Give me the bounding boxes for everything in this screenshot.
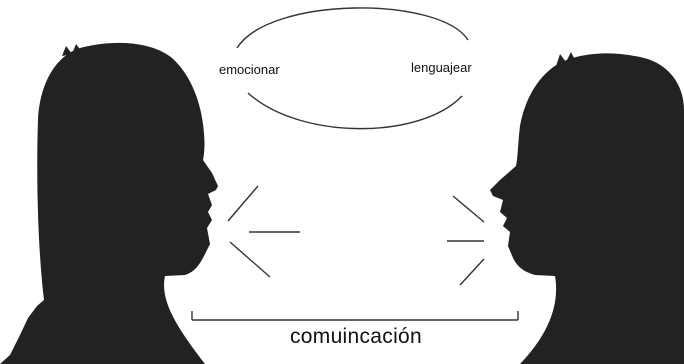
loop-bottom-arc xyxy=(247,92,463,130)
right-head-silhouette xyxy=(490,53,684,364)
label-comuincacion: comuincación xyxy=(290,325,422,348)
right-speech-line-lower xyxy=(459,258,485,286)
right-speech-lines xyxy=(447,195,485,286)
left-speech-line-upper xyxy=(227,185,259,222)
left-speech-lines xyxy=(227,185,300,278)
loop-top-arc xyxy=(236,7,469,49)
label-emocionar: emocionar xyxy=(219,62,280,77)
right-speech-line-upper xyxy=(452,195,485,223)
bottom-bracket xyxy=(191,311,519,321)
left-speech-line-lower xyxy=(229,241,271,278)
label-lenguajear: lenguajear xyxy=(411,60,472,75)
left-hair-tuft xyxy=(62,44,82,56)
left-head-silhouette xyxy=(0,42,218,364)
right-hair-tuft xyxy=(556,52,576,66)
